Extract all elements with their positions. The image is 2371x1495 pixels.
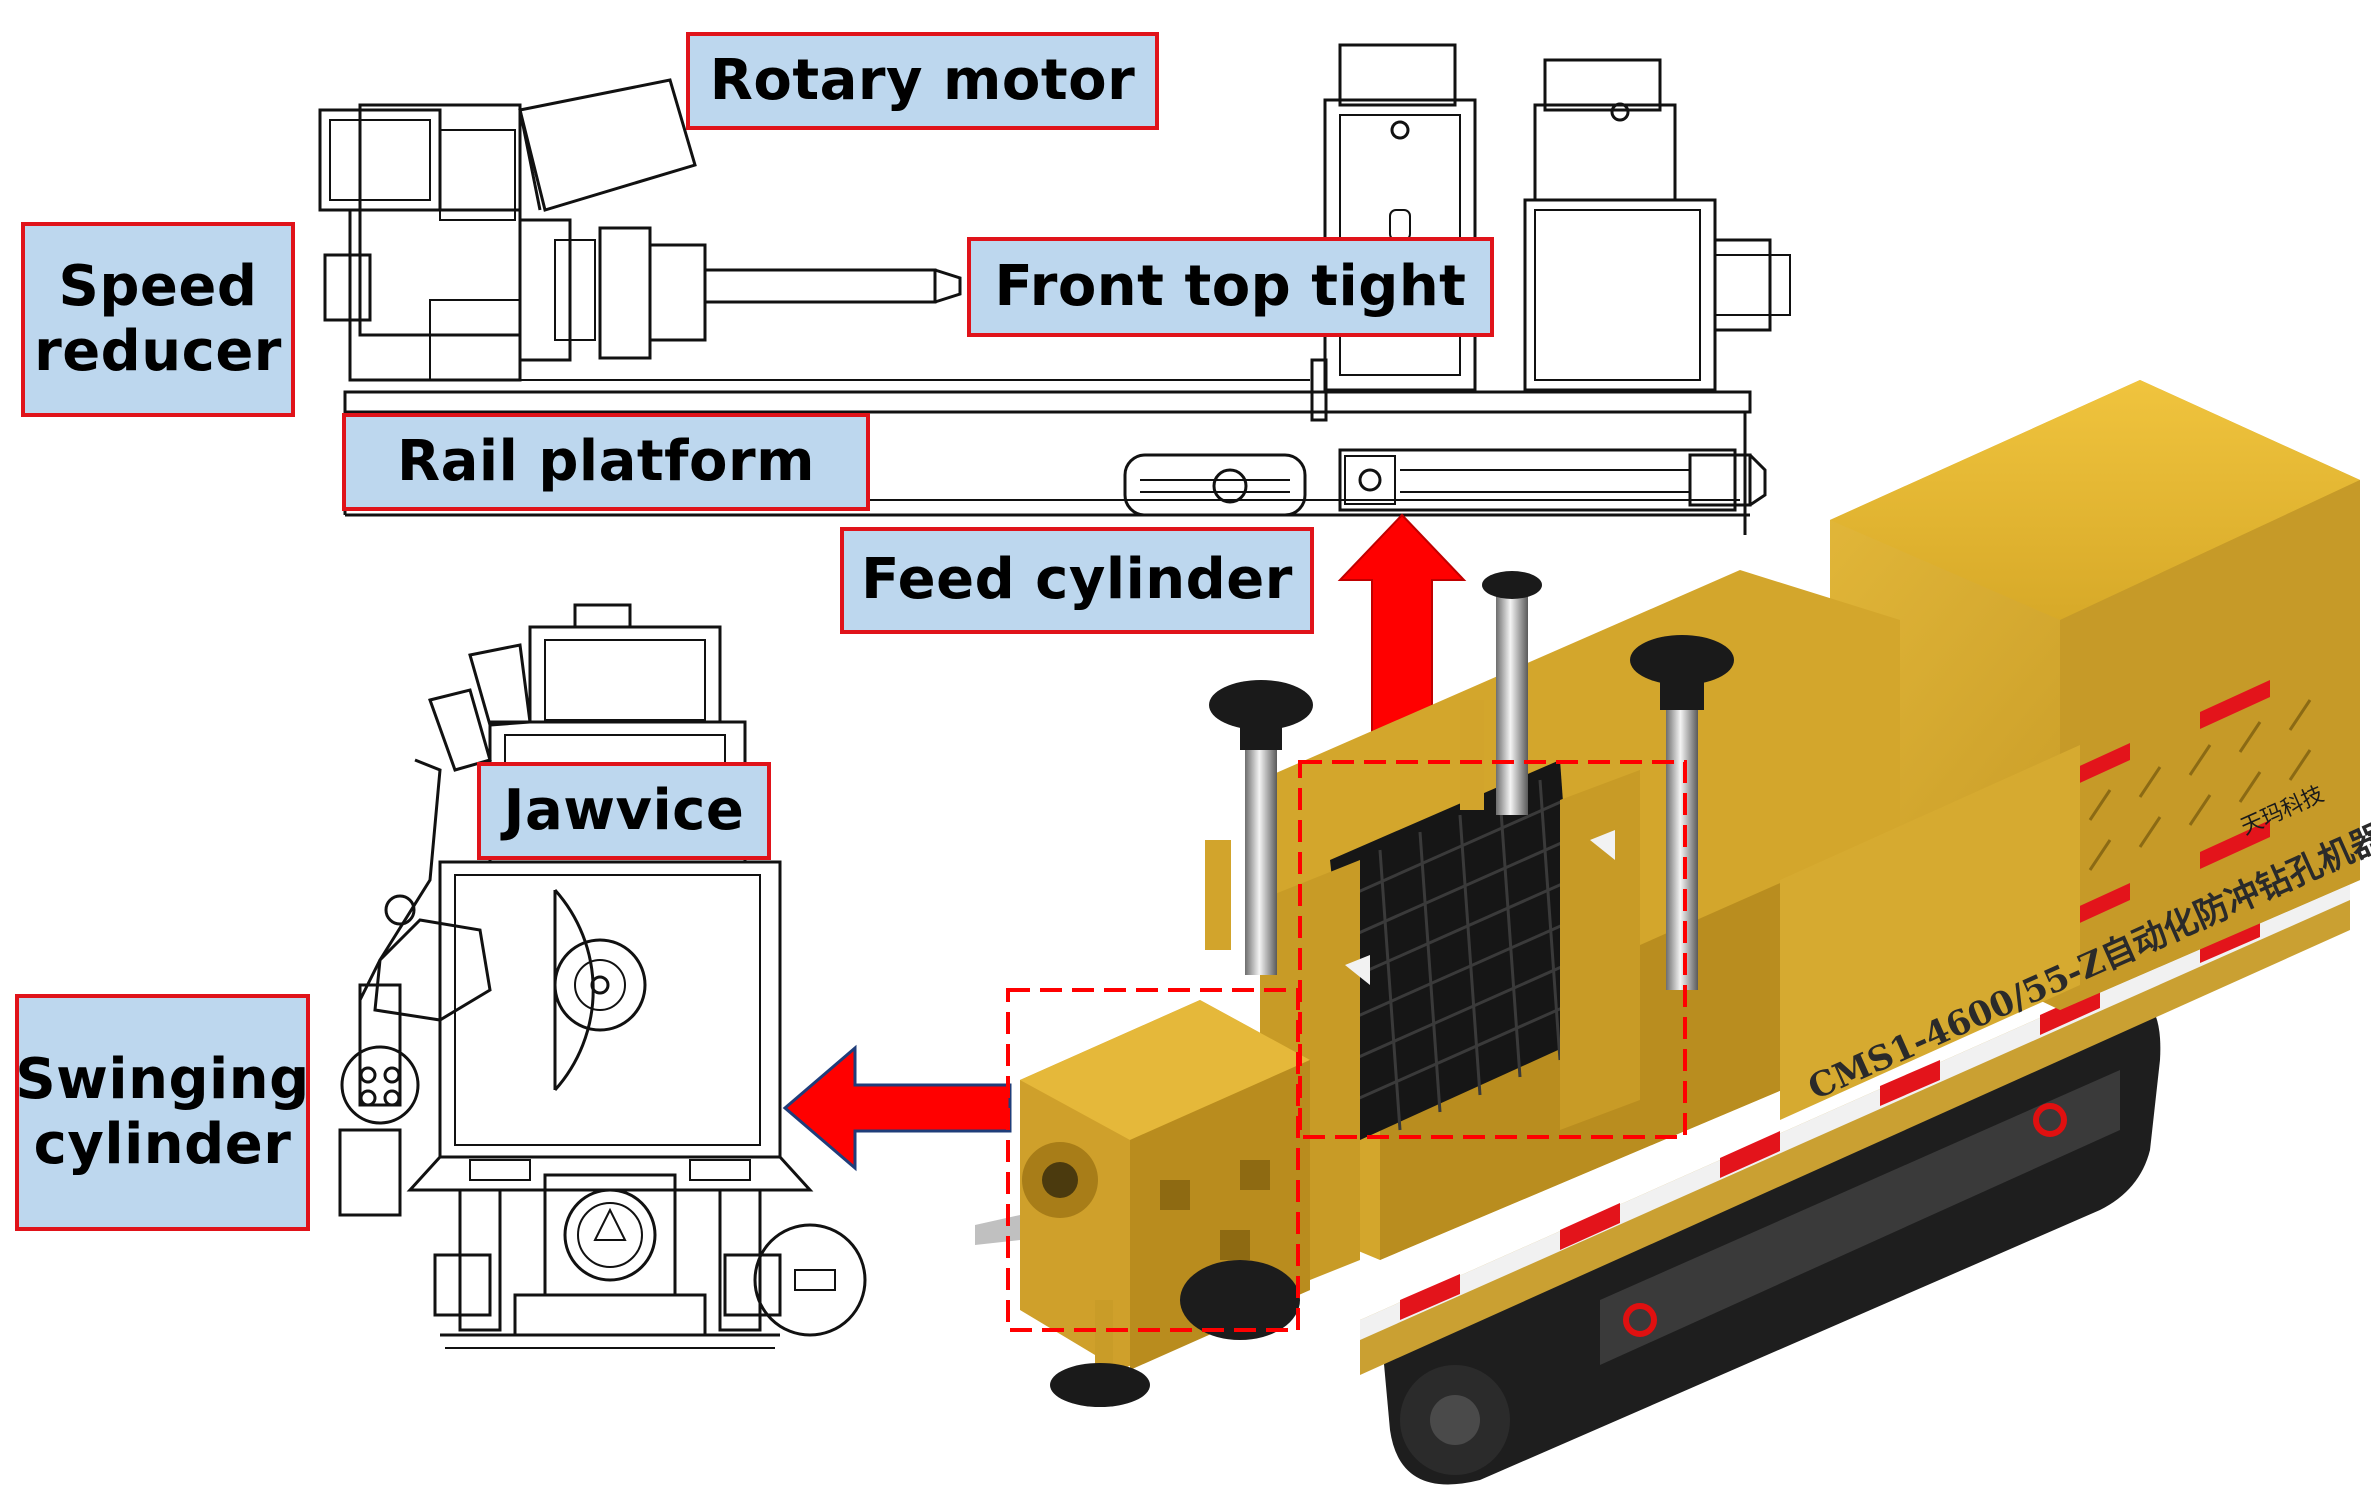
rod-magazine	[1330, 760, 1581, 1140]
rod-magazine-callout-box	[1298, 760, 1687, 1139]
label-rotary-motor: Rotary motor	[686, 32, 1159, 130]
label-rail-platform: Rail platform	[342, 413, 870, 511]
jawvice-callout-box	[1006, 988, 1300, 1332]
label-speed-reducer: Speed reducer	[21, 222, 295, 417]
label-jawvice: Jawvice	[477, 762, 771, 860]
side-view-drawing	[318, 43, 1791, 535]
front-view-drawing	[338, 603, 867, 1349]
label-front-top-tight: Front top tight	[967, 237, 1494, 337]
label-feed-cylinder: Feed cylinder	[840, 527, 1314, 634]
support-cylinders	[1209, 571, 1734, 990]
left-arrow	[782, 1044, 1012, 1172]
label-swinging-cylinder: Swinging cylinder	[15, 994, 310, 1231]
drilling-robot-render: CMS1-4600/55-Z自动化防冲钻孔机器人 天玛科技	[975, 380, 2371, 1485]
front-clamp-assembly	[975, 1000, 1310, 1407]
